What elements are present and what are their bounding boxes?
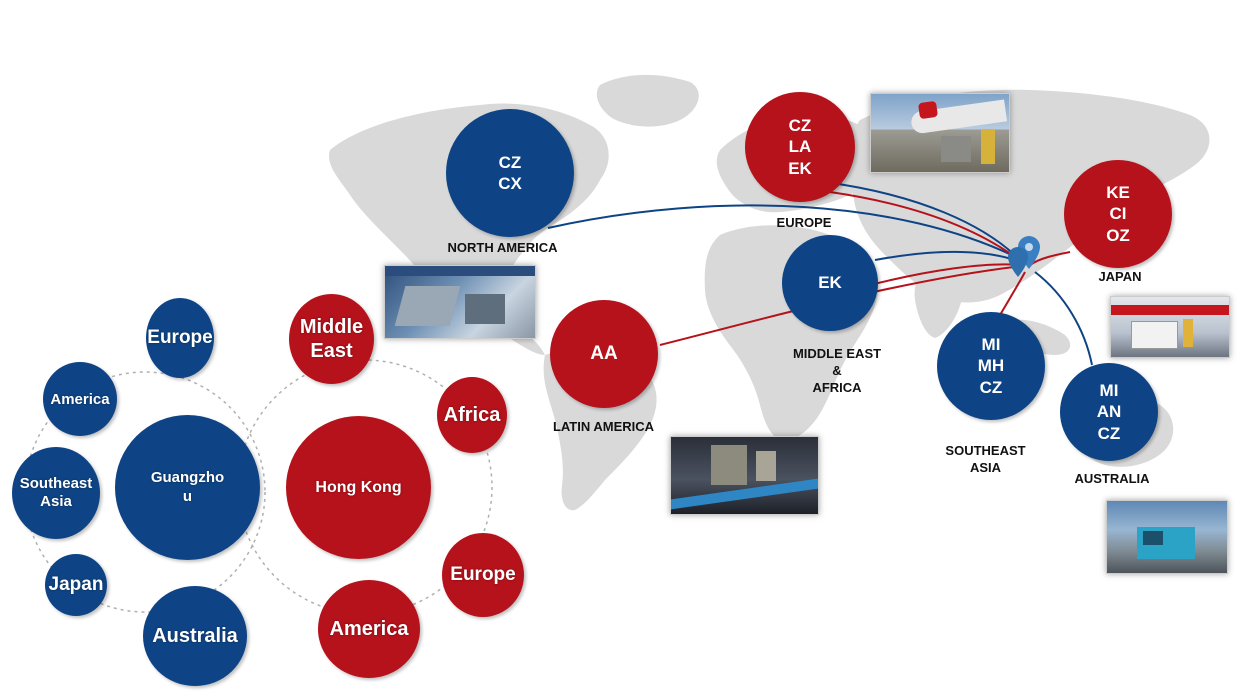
- airline-code: EK: [788, 158, 812, 178]
- destination-europe-hk: Europe: [442, 533, 524, 617]
- destination-japan-gz: Japan: [45, 554, 107, 616]
- label-north-america: NORTH AMERICA: [447, 240, 558, 255]
- photo-aircraft-loading-europe: [870, 93, 1010, 173]
- airline-code: AN: [1096, 402, 1122, 422]
- photo-ground-vehicle: [1106, 500, 1228, 574]
- route-europe: [829, 191, 1023, 263]
- airline-code: CI: [1109, 204, 1127, 224]
- label-australia: AUSTRALIA: [1074, 471, 1150, 486]
- photo-loading-truck: [1110, 296, 1230, 358]
- bubble-north-america: CZ CX: [446, 109, 574, 237]
- continent-india: [914, 269, 963, 338]
- bubble-middle-east-africa: EK: [782, 235, 878, 331]
- label-europe: EUROPE: [776, 215, 832, 230]
- airline-code: CZ: [788, 116, 812, 136]
- hub-hong-kong: Hong Kong: [286, 416, 431, 559]
- label-middle-east-africa: MIDDLE EAST & AFRICA: [792, 346, 882, 395]
- destination-southeast-asia-gz: Southeast Asia: [12, 447, 100, 539]
- route-europe-2: [824, 181, 1021, 261]
- airline-code: LA: [788, 137, 812, 157]
- continent-greenland: [596, 74, 699, 127]
- bubble-latin-america: AA: [550, 300, 658, 408]
- destination-label: Africa: [443, 403, 501, 426]
- bubble-japan: KE CI OZ: [1064, 160, 1172, 268]
- guangzhou-ring: [24, 371, 266, 613]
- airline-code: OZ: [1106, 225, 1130, 245]
- destination-africa-hk: Africa: [437, 377, 507, 453]
- destination-label: Southeast Asia: [19, 475, 93, 510]
- hongkong-ring: [237, 359, 493, 615]
- airline-code: MI: [1099, 381, 1119, 401]
- destination-label: Japan: [48, 574, 104, 595]
- hub-label: Guangzho u: [150, 468, 225, 505]
- route-australia: [1034, 271, 1093, 366]
- destination-label: Middle East: [299, 316, 364, 362]
- destination-europe-gz: Europe: [146, 298, 214, 378]
- airline-code: EK: [818, 273, 842, 293]
- airline-code: KE: [1106, 183, 1130, 203]
- destination-america-hk: America: [318, 580, 420, 678]
- destination-america-gz: America: [43, 362, 117, 436]
- route-southeast-asia: [999, 271, 1026, 316]
- hub-guangzhou: Guangzho u: [115, 415, 260, 560]
- airline-code: MI: [981, 335, 1001, 355]
- destination-label: Europe: [147, 327, 213, 348]
- label-latin-america: LATIN AMERICA: [552, 419, 655, 434]
- destination-australia-gz: Australia: [143, 586, 247, 686]
- airline-code: AA: [590, 343, 618, 365]
- label-japan: JAPAN: [1098, 269, 1142, 284]
- hub-pin-icon-2: [1008, 247, 1028, 277]
- airline-code: MH: [977, 356, 1005, 376]
- bubble-southeast-asia: MI MH CZ: [937, 312, 1045, 420]
- bubble-australia: MI AN CZ: [1060, 363, 1158, 461]
- airline-code: CZ: [1097, 423, 1121, 443]
- destination-label: America: [50, 390, 110, 408]
- hub-label: Hong Kong: [315, 478, 402, 496]
- route-middle-east-2: [869, 263, 1023, 286]
- bubble-europe: CZ LA EK: [745, 92, 855, 202]
- destination-label: Europe: [450, 564, 516, 585]
- destination-middle-east-hk: Middle East: [289, 294, 374, 384]
- route-north-america: [547, 204, 1019, 259]
- photo-conveyor-belt: [670, 436, 819, 515]
- photo-cargo-hold: [384, 265, 536, 339]
- destination-label: Australia: [152, 624, 238, 647]
- airline-code: CZ: [979, 377, 1003, 397]
- destination-label: America: [329, 617, 409, 640]
- airline-code: CZ: [498, 152, 522, 172]
- airline-code: CX: [498, 174, 522, 193]
- label-southeast-asia: SOUTHEAST ASIA: [945, 443, 1026, 475]
